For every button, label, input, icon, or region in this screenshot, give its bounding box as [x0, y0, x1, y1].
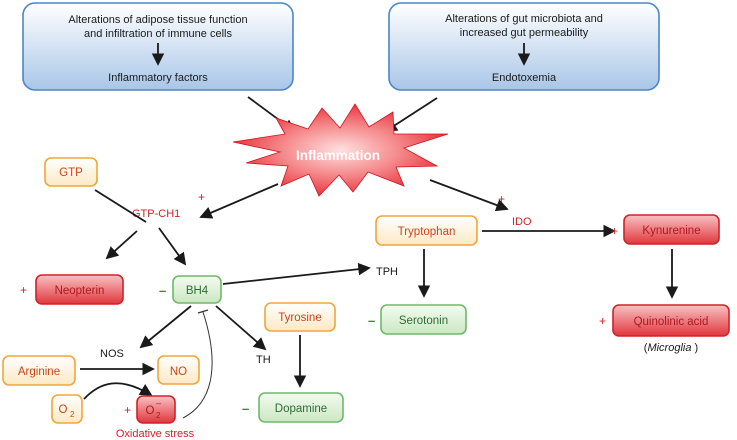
superoxide-plus-sign: +	[124, 403, 131, 417]
gtp-ch1-plus-sign: +	[198, 190, 205, 204]
kynurenine-box	[623, 214, 720, 245]
superoxide-label: O	[146, 405, 155, 417]
line-gtp-to-gtp-ch1	[94, 189, 147, 223]
inflammatory-factors-label: Inflammatory factors	[108, 72, 208, 84]
arrow-bh4-to-th	[215, 305, 267, 351]
arrow-bh4-to-nos	[139, 305, 192, 349]
inflammation-burst: Inflammation	[232, 103, 449, 197]
neopterin-box	[35, 274, 124, 305]
dopamine-box	[258, 392, 344, 423]
oxidative-stress-label: Oxidative stress	[116, 428, 195, 440]
bh4-box	[172, 275, 222, 304]
o2-box	[51, 394, 83, 424]
inhibition-bar	[197, 309, 209, 314]
arrow-gtp-ch1-to-bh4	[158, 227, 187, 266]
endotoxemia-label: Endotoxemia	[492, 72, 557, 84]
gut-line-1: Alterations of gut microbiota and	[445, 13, 603, 25]
dopamine-minus-sign: –	[242, 401, 249, 416]
no-label: NO	[170, 366, 187, 378]
nos-label: NOS	[100, 348, 124, 360]
tryptophan-box	[375, 215, 478, 246]
adipose-box: Alterations of adipose tissue function a…	[22, 2, 294, 91]
serotonin-minus-sign: –	[368, 313, 375, 328]
tyrosine-box	[264, 302, 336, 332]
gtp-ch1-label: GTP-CH1	[132, 208, 180, 220]
quinolinic-acid-box	[612, 304, 730, 337]
arginine-box	[2, 355, 76, 386]
arginine-label: Arginine	[18, 366, 60, 378]
kynurenine-plus-sign: +	[611, 224, 618, 238]
inflammation-burst-shape	[232, 103, 449, 197]
arrow-inflammation-to-gtp-ch1	[199, 183, 279, 219]
gut-box: Alterations of gut microbiota and increa…	[388, 2, 660, 91]
quinolinic-acid-label: Quinolinic acid	[634, 316, 709, 328]
serotonin-box	[380, 304, 467, 335]
gtp-box	[44, 157, 98, 187]
microglia-label: (Microglia )	[644, 342, 698, 354]
bh4-label: BH4	[186, 285, 209, 297]
adipose-line-1: Alterations of adipose tissue function	[68, 14, 247, 26]
arrow-bh4-to-tph	[222, 262, 371, 285]
o2-subscript: 2	[70, 410, 75, 419]
microglia-open-paren: (	[644, 342, 648, 354]
bh4-minus-sign: –	[159, 283, 166, 298]
neopterin-label: Neopterin	[55, 285, 105, 297]
quinolinic-acid-plus-sign: +	[599, 314, 606, 328]
microglia-close-paren: )	[691, 342, 698, 354]
gtp-label: GTP	[59, 167, 83, 179]
arrow-o2-to-superoxide	[83, 382, 153, 400]
superoxide-box	[136, 395, 176, 424]
ido-label: IDO	[512, 216, 532, 228]
serotonin-label: Serotonin	[399, 315, 448, 327]
adipose-line-2: and infiltration of immune cells	[84, 28, 232, 40]
tryptophan-label: Tryptophan	[398, 226, 456, 238]
neopterin-plus-sign: +	[20, 283, 27, 297]
arrow-inflammation-to-ido	[429, 179, 509, 212]
kynurenine-label: Kynurenine	[642, 225, 700, 237]
microglia-text: Microglia	[647, 342, 691, 354]
tyrosine-label: Tyrosine	[278, 312, 321, 324]
superoxide-subscript: 2	[156, 411, 161, 420]
th-label: TH	[256, 354, 271, 366]
arrow-gtp-ch1-to-neopterin	[105, 230, 138, 260]
dopamine-label: Dopamine	[275, 403, 327, 415]
o2-label: O	[59, 404, 68, 416]
inflammation-label: Inflammation	[296, 148, 380, 163]
gut-line-2: increased gut permeability	[460, 27, 589, 39]
arrow-gut-to-inflammation	[384, 97, 438, 133]
ido-plus-sign: +	[498, 192, 505, 206]
inhibition-superoxide-to-bh4	[182, 311, 213, 419]
no-box	[157, 355, 200, 385]
superoxide-superscript: –	[156, 398, 161, 408]
tph-label: TPH	[376, 266, 398, 278]
